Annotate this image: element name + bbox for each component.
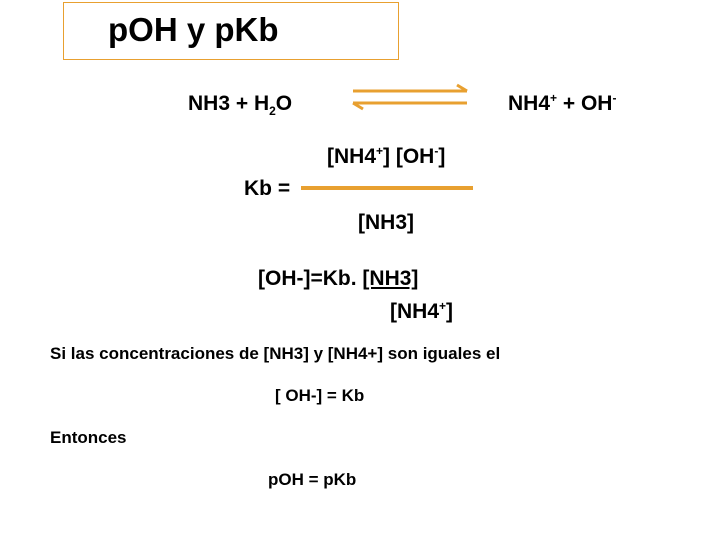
kb-num-nh4: [NH4 xyxy=(327,145,377,168)
reactant-text: NH3 + H xyxy=(188,92,270,115)
kb-numerator: [NH4+] [OH-] xyxy=(327,145,445,169)
reverse-arrowhead xyxy=(352,101,364,111)
result-oh-kb: [ OH-] = Kb xyxy=(275,386,365,405)
oh-expr-numerator: [NH3] xyxy=(362,267,419,290)
equilibrium-arrows-icon xyxy=(352,83,468,111)
product-oh: + OH xyxy=(557,92,613,115)
forward-arrowhead xyxy=(456,83,468,93)
oh-charge: - xyxy=(612,91,617,105)
oh-den-close: ] xyxy=(446,300,454,323)
entonces-text: Entonces xyxy=(50,428,127,447)
title-box xyxy=(63,2,399,60)
kb-denominator: [NH3] xyxy=(358,211,414,234)
kb-num-oh: ] [OH xyxy=(383,145,435,168)
statement-text: Si las concentraciones de [NH3] y [NH4+]… xyxy=(50,344,501,363)
oh-expr-prefix: [OH-]=Kb. xyxy=(258,267,363,290)
slide-title: pOH y pKb xyxy=(108,11,279,48)
kb-label: Kb = xyxy=(244,177,291,200)
kb-num-nh4-charge: + xyxy=(376,144,384,158)
water-o: O xyxy=(275,92,293,115)
oh-expr-denominator: [NH4+] xyxy=(390,300,453,324)
kb-num-close: ] xyxy=(438,145,446,168)
reaction-left: NH3 + H2O xyxy=(188,92,293,119)
product-nh4: NH4 xyxy=(508,92,551,115)
result-poh-pkb: pOH = pKb xyxy=(268,470,357,489)
fraction-bar xyxy=(301,186,473,190)
oh-expression: [OH-]=Kb. [NH3] xyxy=(258,267,418,291)
reaction-right: NH4+ + OH- xyxy=(508,92,616,116)
oh-den-nh4: [NH4 xyxy=(390,300,440,323)
oh-den-charge: + xyxy=(439,299,447,313)
kb-num-oh-charge: - xyxy=(434,144,439,158)
nh4-charge: + xyxy=(550,91,558,105)
water-subscript: 2 xyxy=(269,104,276,119)
